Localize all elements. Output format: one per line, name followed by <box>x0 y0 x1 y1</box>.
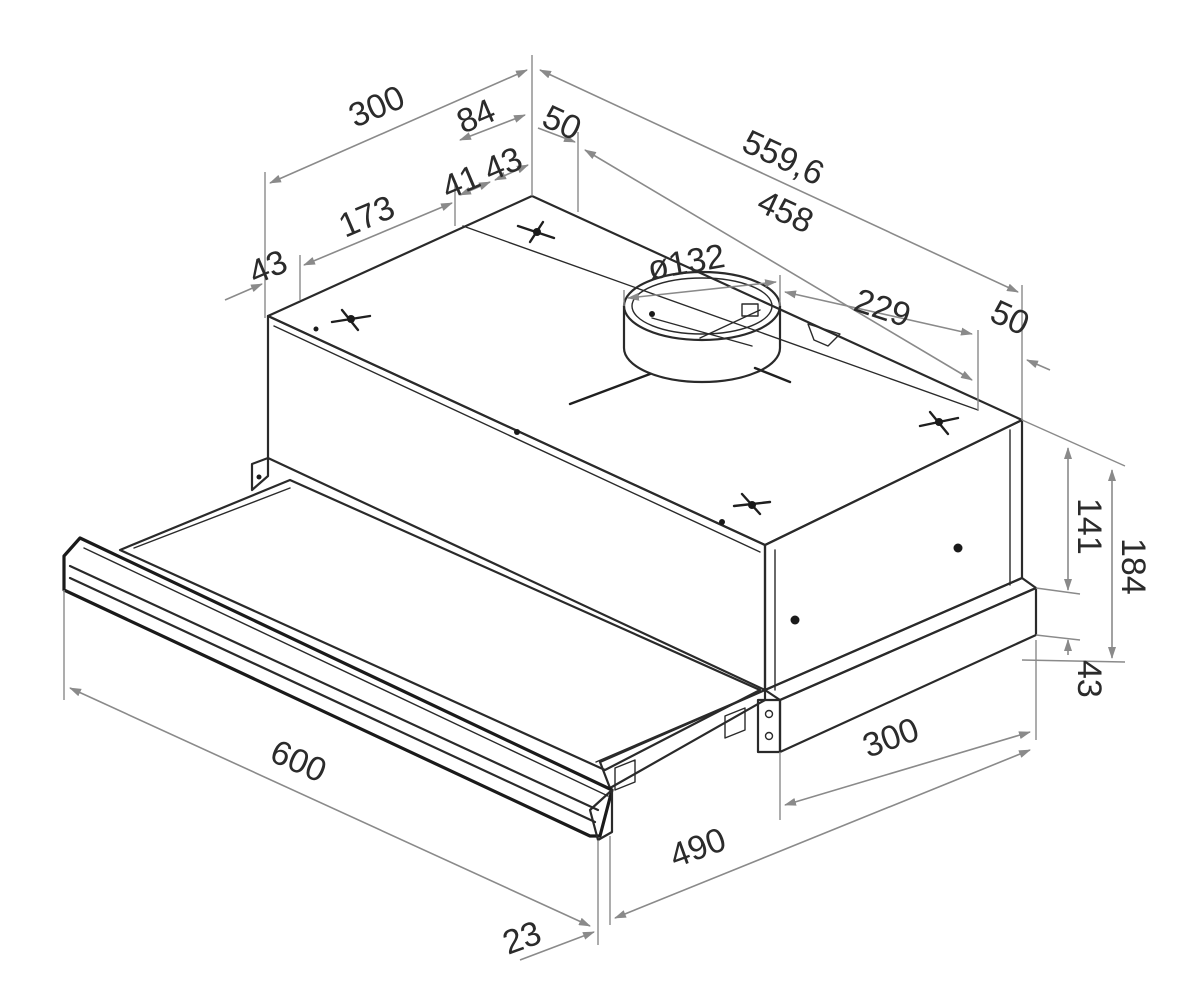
hood-body <box>266 194 1024 692</box>
label-458: 458 <box>752 183 819 241</box>
label-229: 229 <box>850 281 916 335</box>
mount-mark-back <box>516 220 556 244</box>
label-43-small: 43 <box>478 140 528 190</box>
label-43-right: 43 <box>1070 660 1108 698</box>
extension-lines <box>63 55 1126 945</box>
label-300-top: 300 <box>343 78 410 135</box>
mount-mark-left <box>330 308 372 332</box>
sliding-drawer <box>118 456 767 791</box>
label-490: 490 <box>665 820 731 875</box>
mount-mark-front <box>732 492 772 516</box>
label-141: 141 <box>1070 498 1108 555</box>
mount-mark-right <box>918 410 960 436</box>
label-184: 184 <box>1114 538 1152 595</box>
label-300-bottom: 300 <box>858 710 924 765</box>
label-173: 173 <box>333 188 400 245</box>
front-handle <box>62 536 614 842</box>
label-43-left: 43 <box>243 243 293 293</box>
label-50-top: 50 <box>537 98 587 148</box>
label-84: 84 <box>451 92 501 142</box>
label-41: 41 <box>436 158 486 208</box>
label-50-right: 50 <box>985 293 1035 343</box>
mounting-marks <box>330 220 960 516</box>
dimension-lines <box>69 69 1116 961</box>
label-23: 23 <box>498 914 547 963</box>
